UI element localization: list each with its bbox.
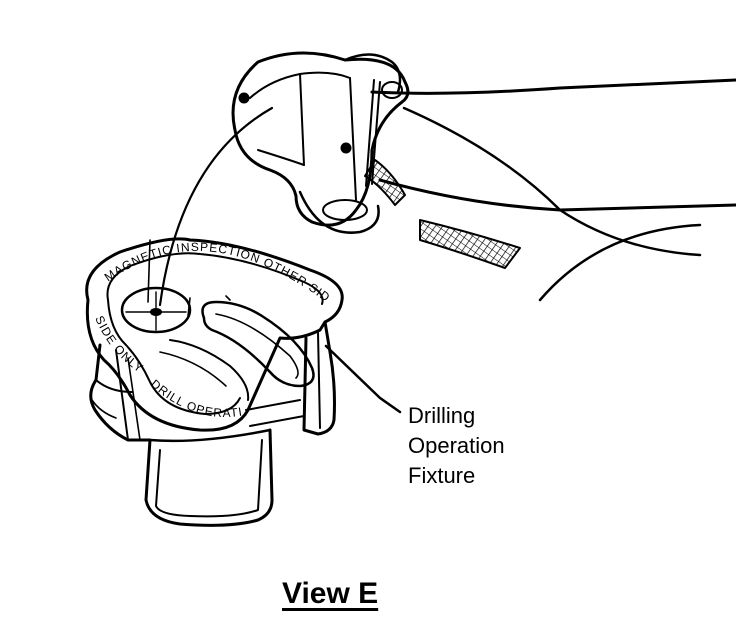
callout-label: Drilling Operation Fixture <box>408 401 505 491</box>
fixture-leg-right <box>302 320 336 436</box>
drill-tool <box>231 51 736 302</box>
grip-hatching <box>419 219 521 269</box>
drill-bit-line <box>158 106 274 307</box>
rivet-icon <box>340 142 352 154</box>
fixture-leg-front <box>89 343 274 527</box>
view-title: View E <box>282 577 379 610</box>
rivet-icon <box>238 92 250 104</box>
callout-leader <box>324 344 402 414</box>
drilling-fixture: MAGNETIC INSPECTION OTHER SIDE SIDE ONLY… <box>0 0 344 527</box>
tool-sleeve <box>370 78 736 95</box>
callout-line-2: Operation <box>408 433 505 458</box>
tool-head <box>231 51 410 227</box>
bushing-hole <box>120 286 192 334</box>
callout-line-1: Drilling <box>408 403 476 428</box>
callout-line-3: Fixture <box>408 463 476 488</box>
slot-pocket <box>201 300 315 388</box>
